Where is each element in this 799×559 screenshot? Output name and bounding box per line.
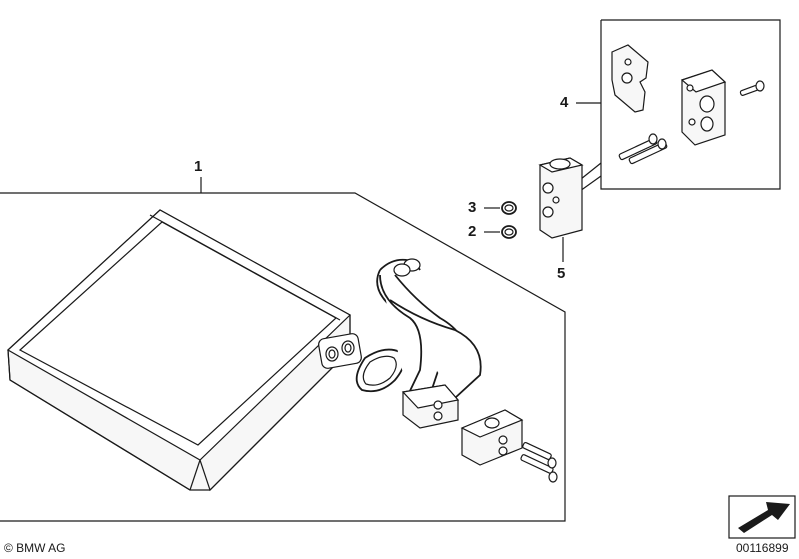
frame-connector-lower — [579, 175, 602, 192]
small-screw — [739, 80, 765, 96]
valve-mounting-block — [680, 69, 727, 146]
copyright-text: © BMW AG — [4, 541, 66, 555]
bracket-plate — [611, 44, 649, 113]
o-ring-3 — [501, 201, 517, 215]
evaporator-group-frame — [0, 192, 566, 522]
bottom-screws — [520, 441, 558, 483]
evaporator-outlet-fitting — [318, 333, 362, 369]
long-bolts — [618, 133, 668, 165]
pipe-block-flange — [401, 384, 460, 429]
gasket-ring — [355, 348, 405, 393]
connection-block — [460, 409, 524, 466]
callout-label-3: 3 — [468, 199, 477, 216]
callout-label-1: 1 — [194, 158, 203, 175]
refrigerant-pipes — [376, 258, 482, 399]
valve-parts-frame — [600, 19, 781, 190]
callout-label-5: 5 — [557, 265, 566, 282]
callout-label-2: 2 — [468, 223, 477, 240]
expansion-valve — [538, 157, 584, 239]
diagram-number: 00116899 — [736, 541, 789, 555]
o-ring-2 — [501, 225, 517, 239]
evaporator-core — [6, 209, 352, 492]
arrow-icon — [728, 495, 796, 539]
callout-label-4: 4 — [560, 94, 569, 111]
